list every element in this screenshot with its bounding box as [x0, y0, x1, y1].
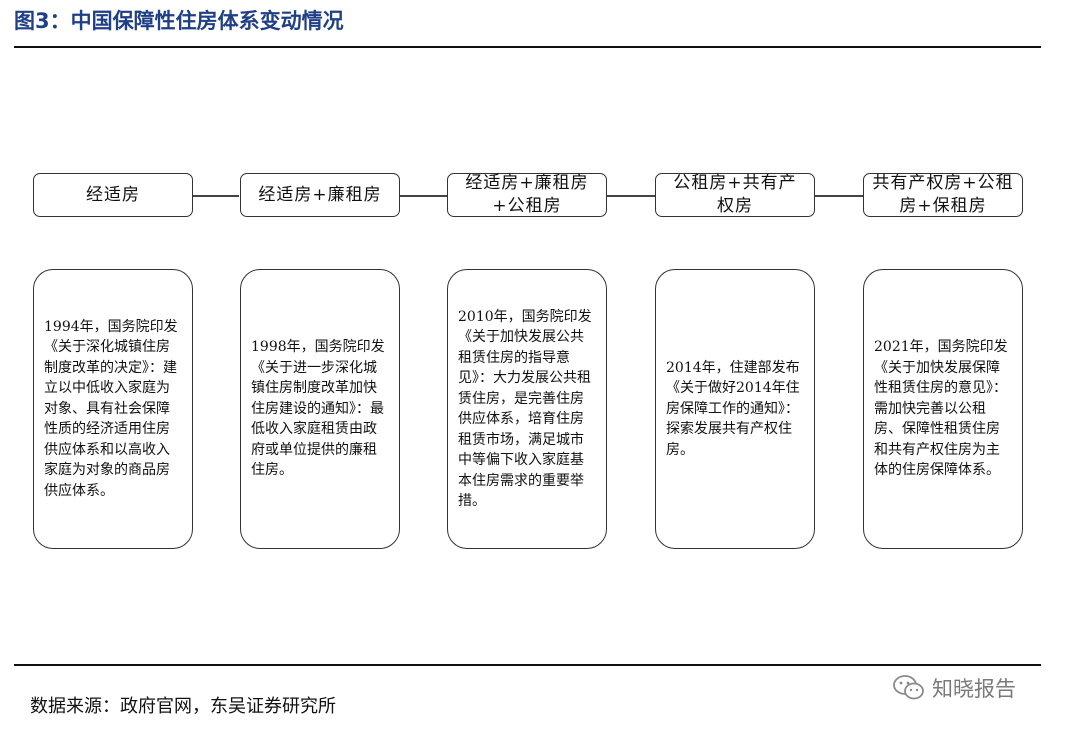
top-rule: [14, 46, 1041, 48]
brand-name: 知晓报告: [932, 677, 1016, 701]
stage-box-3: 经适房+廉租房+公租房: [447, 173, 607, 217]
stage-box-1: 经适房: [33, 173, 193, 217]
policy-text-5: 2021年，国务院印发《关于加快发展保障性租赁住房的意见》：需加快完善以公租房、…: [874, 339, 1008, 479]
policy-box-3: 2010年，国务院印发《关于加快发展公共租赁住房的指导意见》：大力发展公共租赁住…: [447, 269, 607, 549]
source-note: 数据来源：政府官网，东吴证券研究所: [30, 696, 336, 717]
brand-watermark: 知晓报告: [892, 672, 1016, 704]
stage-box-4: 公租房+共有产权房: [655, 173, 815, 217]
policy-box-5: 2021年，国务院印发《关于加快发展保障性租赁住房的意见》：需加快完善以公租房、…: [863, 269, 1023, 549]
policy-text-3: 2010年，国务院印发《关于加快发展公共租赁住房的指导意见》：大力发展公共租赁住…: [458, 308, 592, 510]
stage-box-5: 共有产权房+公租房+保租房: [863, 173, 1023, 217]
policy-text-1: 1994年，国务院印发《关于深化城镇住房制度改革的决定》：建立以中低收入家庭为对…: [44, 318, 178, 499]
connector-3-4: [607, 195, 655, 197]
stage-label-5: 共有产权房+公租房+保租房: [872, 173, 1014, 216]
policy-text-4: 2014年，住建部发布《关于做好2014年住房保障工作的通知》：探索发展共有产权…: [666, 359, 800, 458]
stage-label-1: 经适房: [86, 184, 140, 205]
wechat-icon: [893, 675, 924, 700]
connector-2-3: [400, 195, 447, 197]
stage-label-4: 公租房+共有产权房: [673, 173, 797, 216]
policy-box-1: 1994年，国务院印发《关于深化城镇住房制度改革的决定》：建立以中低收入家庭为对…: [33, 269, 193, 549]
connector-4-5: [815, 195, 863, 197]
figure-title: 图3：中国保障性住房体系变动情况: [14, 9, 344, 33]
policy-box-2: 1998年，国务院印发《关于进一步深化城镇住房制度改革加快住房建设的通知》：最低…: [240, 269, 400, 549]
stage-box-2: 经适房+廉租房: [240, 173, 400, 217]
policy-box-4: 2014年，住建部发布《关于做好2014年住房保障工作的通知》：探索发展共有产权…: [655, 269, 815, 549]
stage-label-2: 经适房+廉租房: [258, 184, 382, 205]
connector-1-2: [193, 195, 239, 197]
policy-text-2: 1998年，国务院印发《关于进一步深化城镇住房制度改革加快住房建设的通知》：最低…: [251, 339, 385, 479]
stage-label-3: 经适房+廉租房+公租房: [465, 173, 589, 216]
bottom-rule: [14, 664, 1041, 666]
